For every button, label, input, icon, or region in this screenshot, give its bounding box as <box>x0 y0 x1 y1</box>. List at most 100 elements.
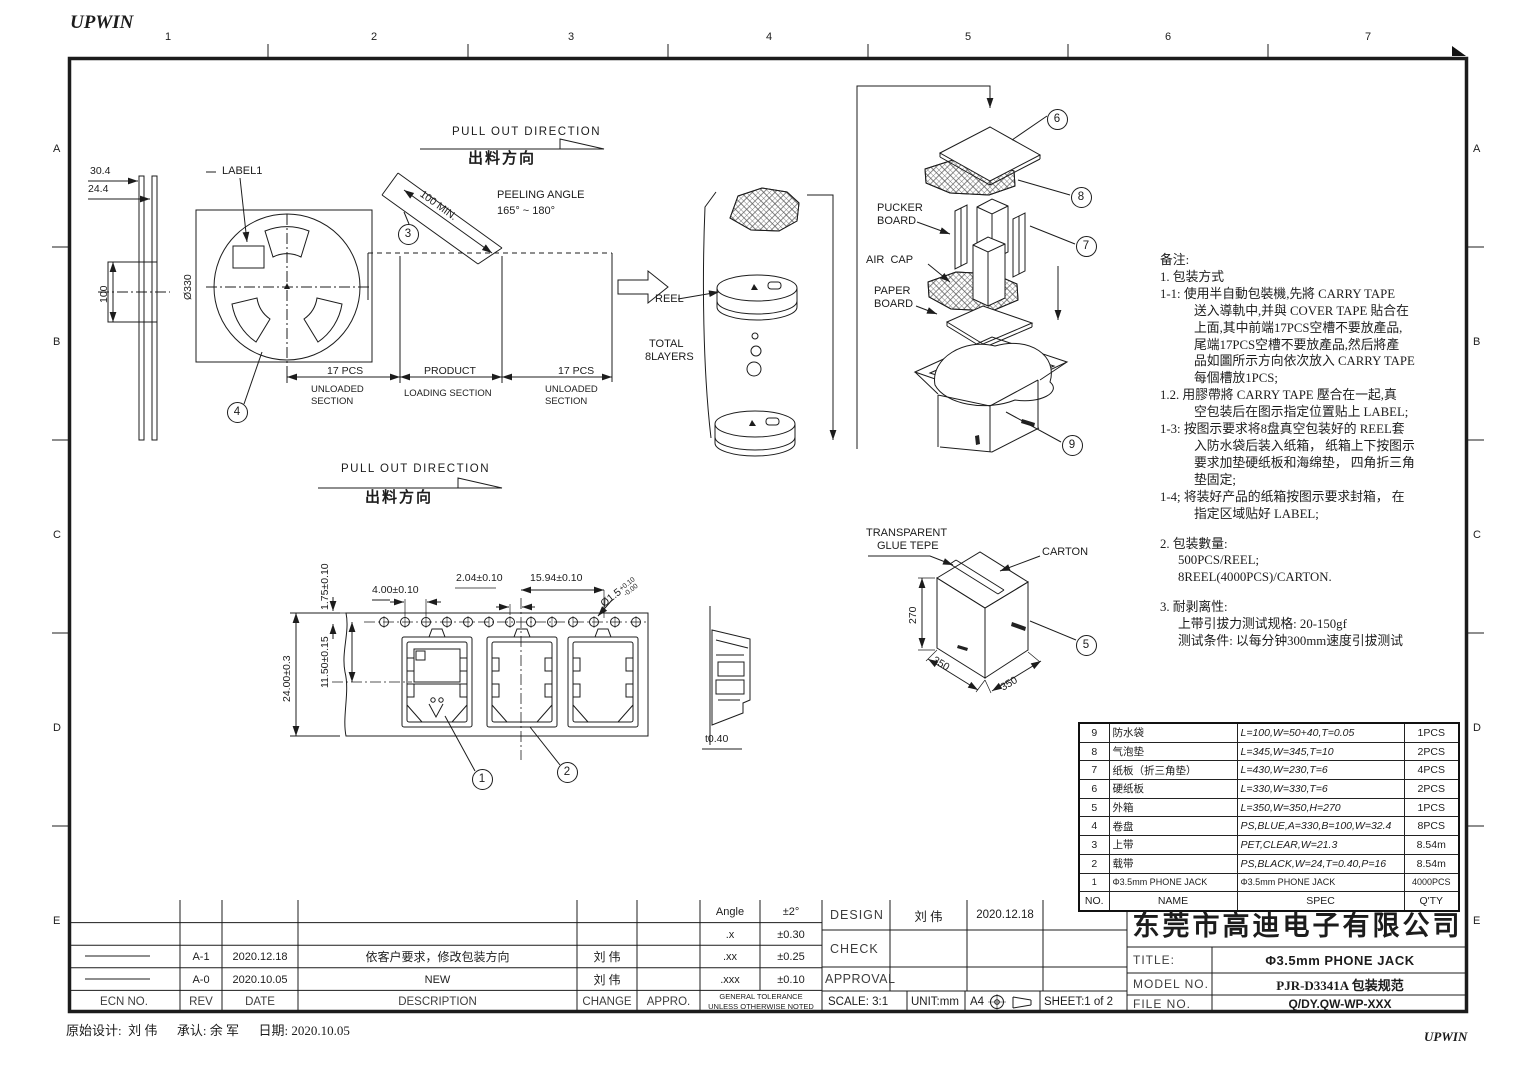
tol-x-label: .x <box>725 928 735 941</box>
model-label: MODEL NO. <box>1133 977 1209 991</box>
note-line: 1-4; 将装好产品的纸箱按图示要求封箱， 在 <box>1160 489 1405 504</box>
dim-hub: 100 <box>98 285 110 303</box>
rev-a0: A-0 <box>192 973 210 986</box>
dim-pocket-span: 15.94±0.10 <box>530 572 583 584</box>
part-name: 防水袋 <box>1108 722 1238 743</box>
dim-reel-diameter: Ø330 <box>182 274 194 300</box>
section-left-line1: UNLOADED <box>311 384 364 395</box>
carton-label: CARTON <box>1042 546 1089 558</box>
row-label-a-right: A <box>1473 143 1481 155</box>
balloon-product: 1 <box>471 768 493 790</box>
dim-inner-width: 24.4 <box>88 183 109 195</box>
row-label-e-left: E <box>53 915 61 927</box>
design-date: 2020.12.18 <box>976 909 1034 921</box>
note-line: 500PCS/REEL; <box>1178 553 1260 568</box>
tol-note-1: GENERAL TOLERANCE <box>719 992 803 1001</box>
part-no: 4 <box>1078 816 1110 837</box>
glue-tape-line1: TRANSPARENT <box>866 527 948 539</box>
part-spec: L=345,W=345,T=10 <box>1236 741 1405 762</box>
pull-out-direction-2-en: PULL OUT DIRECTION <box>341 463 491 475</box>
part-qty: 4000PCS <box>1403 872 1460 893</box>
dim-hole-pitch: 4.00±0.10 <box>372 584 419 596</box>
part-no: 6 <box>1078 779 1110 799</box>
sheet-value: SHEET:1 of 2 <box>1044 996 1114 1008</box>
part-name: 上带 <box>1108 835 1238 855</box>
part-no: 9 <box>1078 722 1110 743</box>
balloon-carton-box: 5 <box>1075 634 1097 656</box>
part-spec: L=330,W=330,T=6 <box>1236 779 1405 799</box>
part-spec: Φ3.5mm PHONE JACK <box>1236 872 1405 893</box>
approval-label: APPROVAL <box>825 972 896 986</box>
model-value: PJR-D3341A 包装规范 <box>1276 977 1404 993</box>
design-label: DESIGN <box>830 908 884 922</box>
col-label-6: 6 <box>1165 31 1172 43</box>
note-line: 1-1: 使用半自動包裝機,先將 CARRY TAPE <box>1160 286 1396 301</box>
peeling-angle-label: PEELING ANGLE <box>497 189 585 201</box>
part-qty: 2PCS <box>1403 741 1460 762</box>
note-line: 指定区域贴好 LABEL; <box>1194 506 1319 521</box>
tol-note-2: UNLESS OTHERWISE NOTED <box>708 1002 814 1011</box>
logo-top: UPWIN <box>70 12 134 33</box>
air-cap-label: AIR CAP <box>866 254 914 266</box>
note-line: 1-3: 按图示要求将8盘真空包装好的 REEL套 <box>1160 422 1405 437</box>
note-line: 垫固定; <box>1194 472 1236 487</box>
pull-out-direction-2-cn: 出料方向 <box>365 490 434 506</box>
balloon-cover-tape: 3 <box>397 223 419 245</box>
tol-xx-label: .xx <box>722 950 738 963</box>
tol-xxx-label: .xxx <box>720 973 740 986</box>
part-no: 8 <box>1078 741 1110 762</box>
dim-hole-offset: 2.04±0.10 <box>456 572 503 584</box>
col-label-5: 5 <box>965 31 972 43</box>
part-spec: PET,CLEAR,W=21.3 <box>1236 835 1405 855</box>
company-name: 东莞市高迪电子有限公司 <box>1132 911 1463 941</box>
rev-a1: A-1 <box>192 950 210 963</box>
part-name: 纸板（折三角垫） <box>1108 760 1238 781</box>
title-label: TITLE: <box>1133 953 1176 967</box>
row-label-c-left: C <box>53 529 61 541</box>
note-line: 3. 耐剥离性: <box>1160 600 1228 615</box>
rev-a0-change: 刘 伟 <box>593 973 621 987</box>
tol-x-value: ±0.30 <box>777 928 805 941</box>
dim-outer-width: 30.4 <box>90 165 111 177</box>
tol-xxx-value: ±0.10 <box>777 973 805 986</box>
dim-pocket-center: 11.50±0.15 <box>319 636 331 688</box>
part-name: 外箱 <box>1108 797 1238 818</box>
row-label-c-right: C <box>1473 529 1481 541</box>
note-line: 送入導軌中,并與 COVER TAPE 貼合在 <box>1194 303 1409 318</box>
balloon-cover-board: 6 <box>1046 108 1068 130</box>
part-name: 载带 <box>1108 853 1238 874</box>
note-line: 品如圖所示方向依次放入 CARRY TAPE <box>1194 354 1415 369</box>
balloon-reel: 4 <box>226 401 248 423</box>
tol-angle-label: Angle <box>715 905 745 918</box>
dim-carton-height: 270 <box>907 606 919 624</box>
note-line: 1. 包装方式 <box>1160 269 1224 284</box>
part-no: 1 <box>1078 872 1110 893</box>
rev-a1-desc: 依客户要求，修改包装方向 <box>365 950 510 964</box>
note-line: 上带引拔力测试规格: 20-150gf <box>1178 617 1347 632</box>
pull-out-direction-1-cn: 出料方向 <box>468 151 537 167</box>
part-qty: 2PCS <box>1403 779 1460 799</box>
part-qty: 8.54m <box>1403 853 1460 874</box>
row-label-a-left: A <box>53 143 61 155</box>
part-no: 3 <box>1078 835 1110 855</box>
unit-value: UNIT:mm <box>911 996 959 1008</box>
note-line: 每個槽放1PCS; <box>1194 371 1278 386</box>
note-line: 备注: <box>1160 253 1190 267</box>
note-line: 1.2. 用膠帶將 CARRY TAPE 壓合在一起,真 <box>1160 388 1397 403</box>
part-spec: L=350,W=350,H=270 <box>1236 797 1405 818</box>
part-spec: L=100,W=50+40,T=0.05 <box>1236 722 1405 743</box>
check-label: CHECK <box>830 941 879 956</box>
credit-line: 原始设计: 刘 伟 承认: 余 军 日期: 2020.10.05 <box>66 1023 350 1038</box>
col-label-2: 2 <box>371 31 378 43</box>
col-label-4: 4 <box>766 31 773 43</box>
